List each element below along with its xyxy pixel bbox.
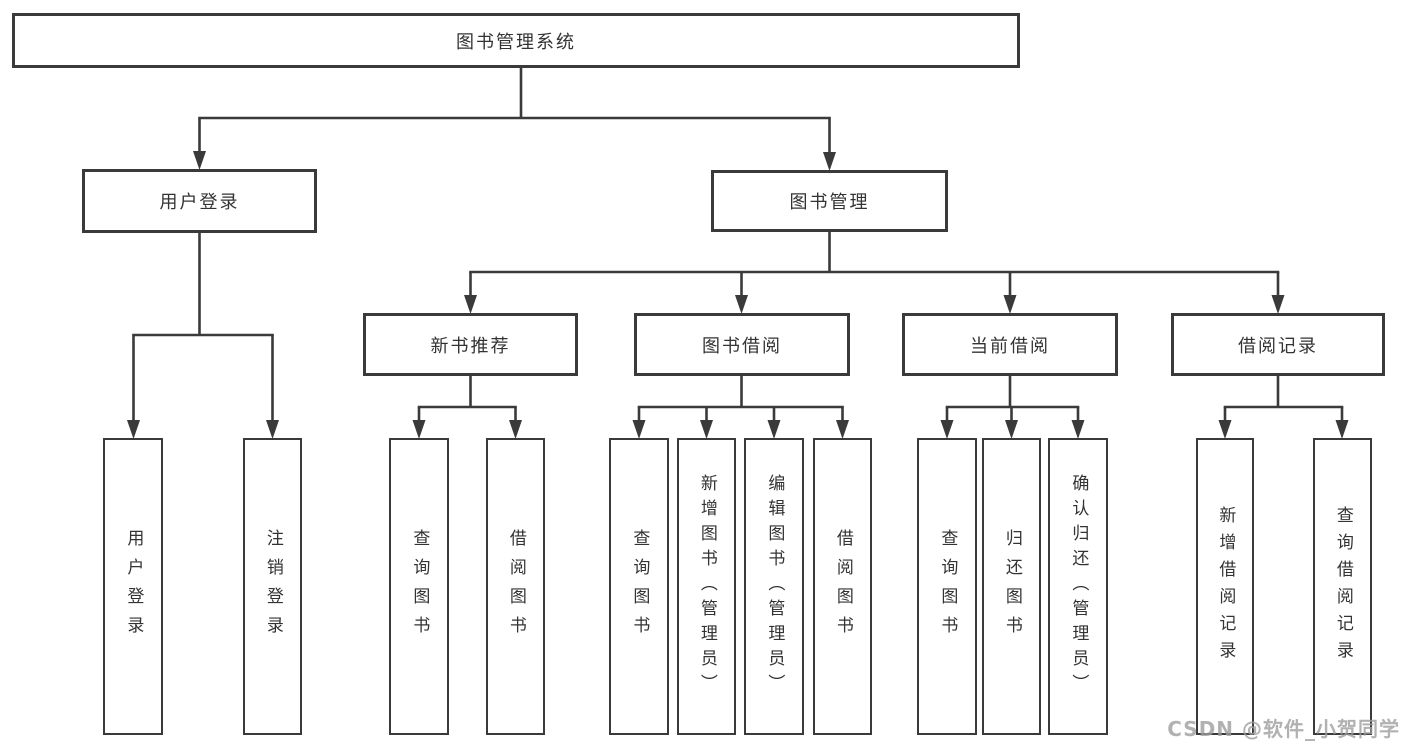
leaf-add-borrow-record: 新增借阅记录	[1196, 438, 1254, 735]
leaf-add-borrow-record-label: 新增借阅记录	[1215, 505, 1236, 668]
leaf-confirm-return-admin: 确认归还（管理员）	[1048, 438, 1108, 735]
leaf-return-books-label: 归还图书	[1001, 528, 1022, 645]
leaf-query-books-current-label: 查询图书	[937, 528, 958, 645]
leaf-edit-books-admin: 编辑图书（管理员）	[744, 438, 804, 735]
leaf-logout-label: 注销登录	[262, 528, 283, 645]
leaf-borrow-books-borrowing: 借阅图书	[813, 438, 872, 735]
leaf-add-books-admin: 新增图书（管理员）	[677, 438, 736, 735]
leaf-edit-books-admin-label: 编辑图书（管理员）	[764, 474, 785, 699]
leaf-borrow-books-recommend-label: 借阅图书	[505, 528, 526, 645]
node-book-borrowing: 图书借阅	[634, 313, 850, 376]
leaf-borrow-books-borrowing-label: 借阅图书	[832, 528, 853, 645]
leaf-user-login-label: 用户登录	[123, 528, 144, 645]
leaf-borrow-books-recommend: 借阅图书	[486, 438, 545, 735]
leaf-query-books-current: 查询图书	[917, 438, 977, 735]
leaf-return-books: 归还图书	[982, 438, 1041, 735]
leaf-add-books-admin-label: 新增图书（管理员）	[696, 474, 717, 699]
node-root: 图书管理系统	[12, 13, 1020, 68]
leaf-logout: 注销登录	[243, 438, 302, 735]
leaf-query-borrow-record: 查询借阅记录	[1313, 438, 1372, 735]
leaf-query-books-recommend: 查询图书	[389, 438, 449, 735]
node-new-book-recommend: 新书推荐	[363, 313, 578, 376]
leaf-query-books-recommend-label: 查询图书	[409, 528, 430, 645]
node-book-management: 图书管理	[711, 170, 948, 232]
leaf-query-books-borrowing: 查询图书	[609, 438, 669, 735]
node-user-login: 用户登录	[82, 169, 317, 233]
node-current-borrowing: 当前借阅	[902, 313, 1118, 376]
leaf-query-books-borrowing-label: 查询图书	[629, 528, 650, 645]
leaf-confirm-return-admin-label: 确认归还（管理员）	[1068, 474, 1089, 699]
watermark: CSDN @软件_小贺同学	[1167, 717, 1400, 741]
leaf-query-borrow-record-label: 查询借阅记录	[1332, 505, 1353, 668]
leaf-user-login: 用户登录	[103, 438, 163, 735]
node-borrowing-records: 借阅记录	[1171, 313, 1385, 376]
